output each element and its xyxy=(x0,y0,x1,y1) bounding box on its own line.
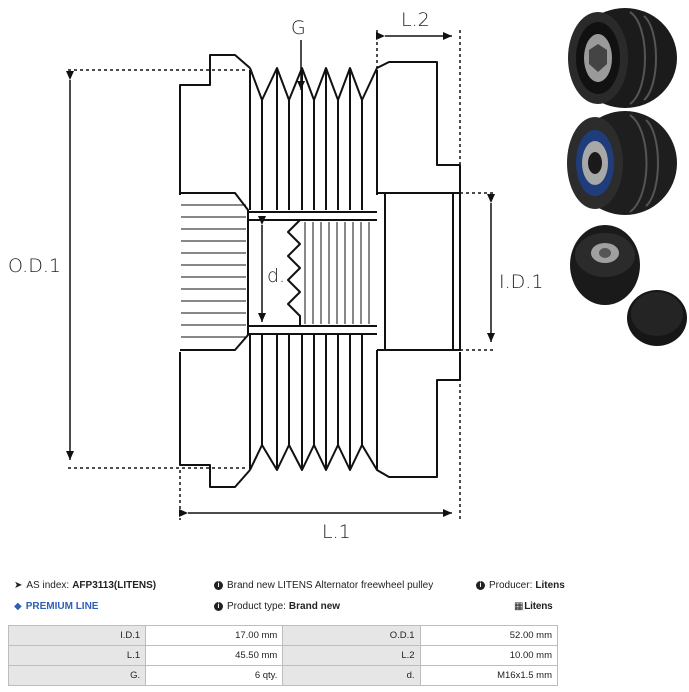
table-row: L.1 45.50 mm L.2 10.00 mm xyxy=(7,645,559,666)
label-od1: O.D.1 xyxy=(8,255,61,277)
spec-label: I.D.1 xyxy=(7,625,147,646)
premium-line-badge: ◆ PREMIUM LINE xyxy=(14,601,98,612)
product-type-value: Brand new xyxy=(288,601,341,612)
info-icon: i xyxy=(476,581,485,590)
info-icon: i xyxy=(214,602,223,611)
spec-value: 52.00 mm xyxy=(419,625,559,646)
litens-logo-mark-icon: ▦ xyxy=(514,601,524,612)
as-index-label: AS index: xyxy=(26,580,70,591)
label-id1: I.D.1 xyxy=(499,271,543,293)
spec-value: 45.50 mm xyxy=(145,645,284,666)
spec-value: M16x1.5 mm xyxy=(419,665,559,686)
info-icon: i xyxy=(214,581,223,590)
pulley-outline xyxy=(179,54,461,488)
label-l1: L.1 xyxy=(322,521,351,543)
as-index: ➤ AS index: AFP3113(LITENS) xyxy=(14,580,156,591)
spec-value: 17.00 mm xyxy=(145,625,284,646)
spec-label: G. xyxy=(7,665,147,686)
pulley-photo-front xyxy=(568,8,677,108)
label-d: d. xyxy=(267,265,285,287)
tag-icon: ➤ xyxy=(14,580,23,591)
producer-label: Producer: xyxy=(489,580,533,591)
as-index-value: AFP3113(LITENS) xyxy=(72,580,157,591)
product-photos xyxy=(567,8,687,346)
spec-value: 10.00 mm xyxy=(419,645,559,666)
premium-line-text: PREMIUM LINE xyxy=(25,601,99,612)
specs-table: I.D.1 17.00 mm O.D.1 52.00 mm L.1 45.50 … xyxy=(7,625,559,686)
pulley-photo-side-with-cap xyxy=(570,225,687,346)
diamond-icon: ◆ xyxy=(14,601,22,612)
spec-label: L.1 xyxy=(7,645,147,666)
description-text: Brand new LITENS Alternator freewheel pu… xyxy=(227,580,434,591)
spec-label: L.2 xyxy=(282,645,421,666)
pulley-photo-back xyxy=(567,111,677,215)
spec-label: O.D.1 xyxy=(282,625,421,646)
info-row-1: ➤ AS index: AFP3113(LITENS) i Brand new … xyxy=(0,576,689,596)
label-g: G xyxy=(291,17,306,39)
litens-logo: ▦ Litens xyxy=(514,601,553,612)
spline-hatch xyxy=(181,204,246,338)
label-l2: L.2 xyxy=(401,9,430,31)
thread-hatch xyxy=(304,222,370,324)
dimension-arrows xyxy=(66,32,495,517)
litens-logo-text: Litens xyxy=(524,601,553,612)
product-type: i Product type: Brand new xyxy=(214,601,340,612)
producer-value: Litens xyxy=(535,580,565,591)
description: i Brand new LITENS Alternator freewheel … xyxy=(214,580,433,591)
table-row: I.D.1 17.00 mm O.D.1 52.00 mm xyxy=(7,625,559,646)
dimension-labels: G L.2 O.D.1 I.D.1 d. L.1 xyxy=(8,9,543,543)
spec-value: 6 qty. xyxy=(145,665,284,686)
info-row-2: ◆ PREMIUM LINE i Product type: Brand new… xyxy=(0,597,689,617)
spec-label: d. xyxy=(282,665,421,686)
producer: i Producer: Litens xyxy=(476,580,565,591)
pulley-technical-drawing: G L.2 O.D.1 I.D.1 d. L.1 xyxy=(8,9,543,543)
product-type-label: Product type: xyxy=(227,601,286,612)
table-row: G. 6 qty. d. M16x1.5 mm xyxy=(7,665,559,686)
